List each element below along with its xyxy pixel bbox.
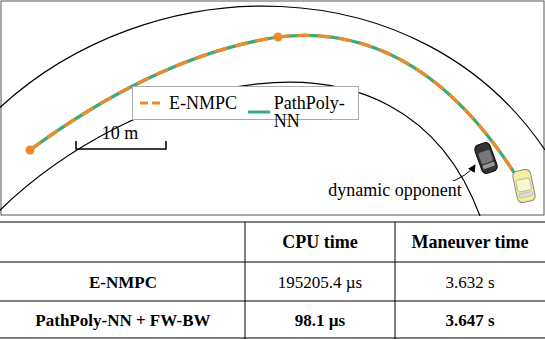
legend-line-sample: [139, 98, 165, 108]
road-outer-boundary: [0, 6, 545, 150]
legend-line-sample: [247, 107, 270, 117]
callout-label: dynamic opponent: [326, 181, 463, 199]
table-header: CPU time: [282, 233, 357, 251]
table-cell: 98.1 µs: [295, 312, 345, 329]
start-dot: [26, 146, 35, 155]
pathpoly-trajectory: [30, 35, 520, 182]
table-cell: 3.632 s: [445, 274, 494, 291]
table-cell: E-NMPC: [89, 274, 157, 291]
scale-label: 10 m: [102, 124, 139, 142]
legend-text: E-NMPC: [169, 94, 237, 112]
figure-frame: [1, 1, 544, 215]
table-rule: [395, 222, 396, 339]
table-rule: [0, 222, 545, 223]
table-cell: PathPoly-NN + FW-BW: [35, 312, 210, 329]
ego-car: [512, 168, 536, 203]
legend-text: PathPoly-NN: [274, 94, 358, 130]
opponent-car: [473, 141, 498, 175]
table-cell: 195205.4 µs: [278, 274, 362, 291]
table-header: Maneuver time: [411, 233, 528, 251]
table-rule: [0, 262, 545, 263]
table-rule: [0, 301, 545, 302]
scale-bar: [76, 141, 166, 149]
road-inner-boundary: [0, 82, 480, 216]
legend-box: E-NMPCPathPoly-NN: [132, 86, 359, 120]
table-rule: [245, 222, 246, 339]
legend-entry: E-NMPC: [139, 94, 237, 112]
table-rule: [0, 338, 545, 339]
table-cell: 3.647 s: [445, 312, 494, 329]
enmpc-trajectory: [30, 35, 520, 182]
waypoint-dot: [274, 33, 283, 42]
legend-entry: PathPoly-NN: [247, 94, 358, 130]
